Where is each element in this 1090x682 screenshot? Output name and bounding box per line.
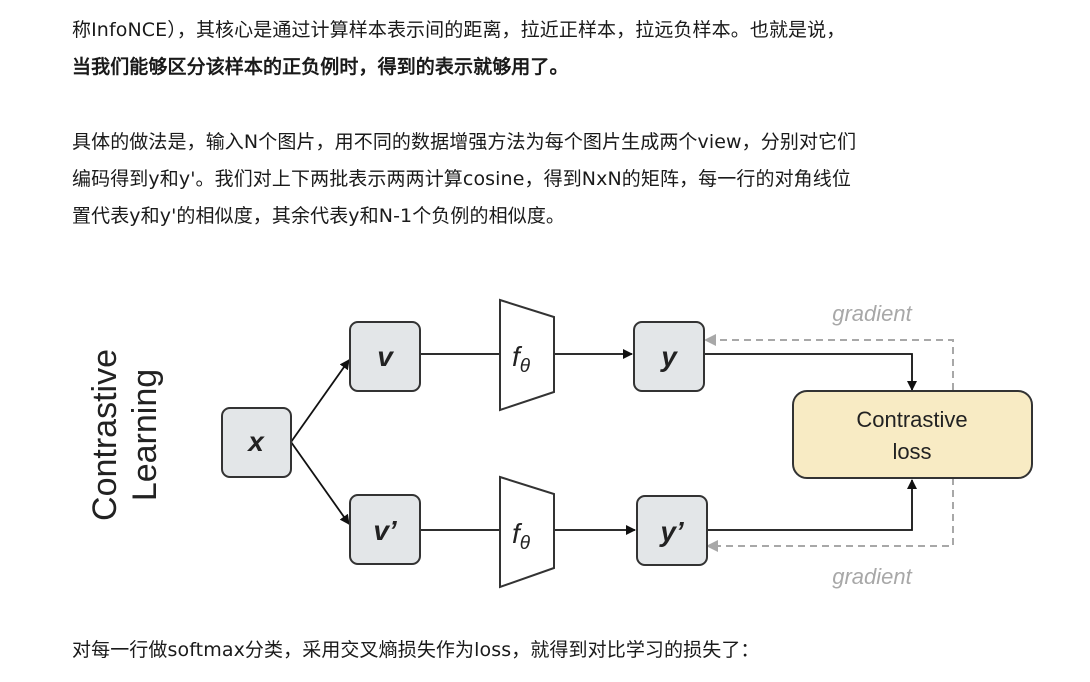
- contrastive-loss-box: Contrastive loss: [792, 390, 1033, 479]
- view-top-label: v: [377, 341, 394, 372]
- connector-lines: [290, 349, 917, 535]
- intro-paragraph: 称InfoNCE），其核心是通过计算样本表示间的距离，拉近正样本，拉远负样本。也…: [72, 12, 1062, 86]
- side-title-line1: Contrastive: [86, 349, 124, 521]
- encoder-bottom-f: f: [512, 518, 523, 549]
- svg-text:fθ: fθ: [512, 341, 531, 377]
- paragraph-line: 置代表y和y'的相似度，其余代表y和N-1个负例的相似度。: [72, 205, 566, 227]
- method-paragraph: 具体的做法是，输入N个图片，用不同的数据增强方法为每个图片生成两个view，分别…: [72, 124, 1062, 235]
- output-bottom-label: y’: [658, 516, 685, 547]
- encoder-top-f: f: [512, 341, 523, 372]
- gradient-bottom-label: gradient: [832, 564, 912, 589]
- paragraph-bold-line: 当我们能够区分该样本的正负例时，得到的表示就够用了。: [72, 56, 569, 78]
- view-node-v-prime: v’: [349, 494, 421, 565]
- encoder-top-theta: θ: [520, 356, 531, 377]
- paragraph-line: 编码得到y和y'。我们对上下两批表示两两计算cosine，得到NxN的矩阵，每一…: [72, 168, 851, 190]
- paragraph-line: 称InfoNCE），其核心是通过计算样本表示间的距离，拉近正样本，拉远负样本。也…: [72, 19, 846, 41]
- input-label: x: [246, 426, 265, 457]
- gradient-top-label: gradient: [832, 301, 912, 326]
- svg-text:fθ: fθ: [512, 518, 531, 554]
- paragraph-line: 具体的做法是，输入N个图片，用不同的数据增强方法为每个图片生成两个view，分别…: [72, 131, 857, 153]
- input-node-x: x: [221, 407, 292, 478]
- loss-label-line2: loss: [892, 439, 931, 464]
- side-title: Contrastive Learning: [86, 349, 164, 521]
- side-title-line2: Learning: [126, 369, 164, 501]
- loss-label-line1: Contrastive: [856, 407, 967, 432]
- encoder-bottom: fθ: [499, 475, 555, 589]
- output-node-y: y: [633, 321, 705, 392]
- paragraph-line: 对每一行做softmax分类，采用交叉熵损失作为loss，就得到对比学习的损失了…: [72, 639, 760, 661]
- softmax-paragraph: 对每一行做softmax分类，采用交叉熵损失作为loss，就得到对比学习的损失了…: [72, 632, 1062, 669]
- encoder-top: fθ: [499, 298, 555, 412]
- contrastive-learning-diagram: Contrastive Learning x v v’ fθ: [86, 298, 1033, 589]
- gradient-paths: [704, 334, 954, 552]
- output-node-y-prime: y’: [636, 495, 708, 566]
- view-bottom-label: v’: [373, 515, 398, 546]
- encoder-bottom-theta: θ: [520, 533, 531, 554]
- output-top-label: y: [659, 341, 678, 372]
- view-node-v: v: [349, 321, 421, 392]
